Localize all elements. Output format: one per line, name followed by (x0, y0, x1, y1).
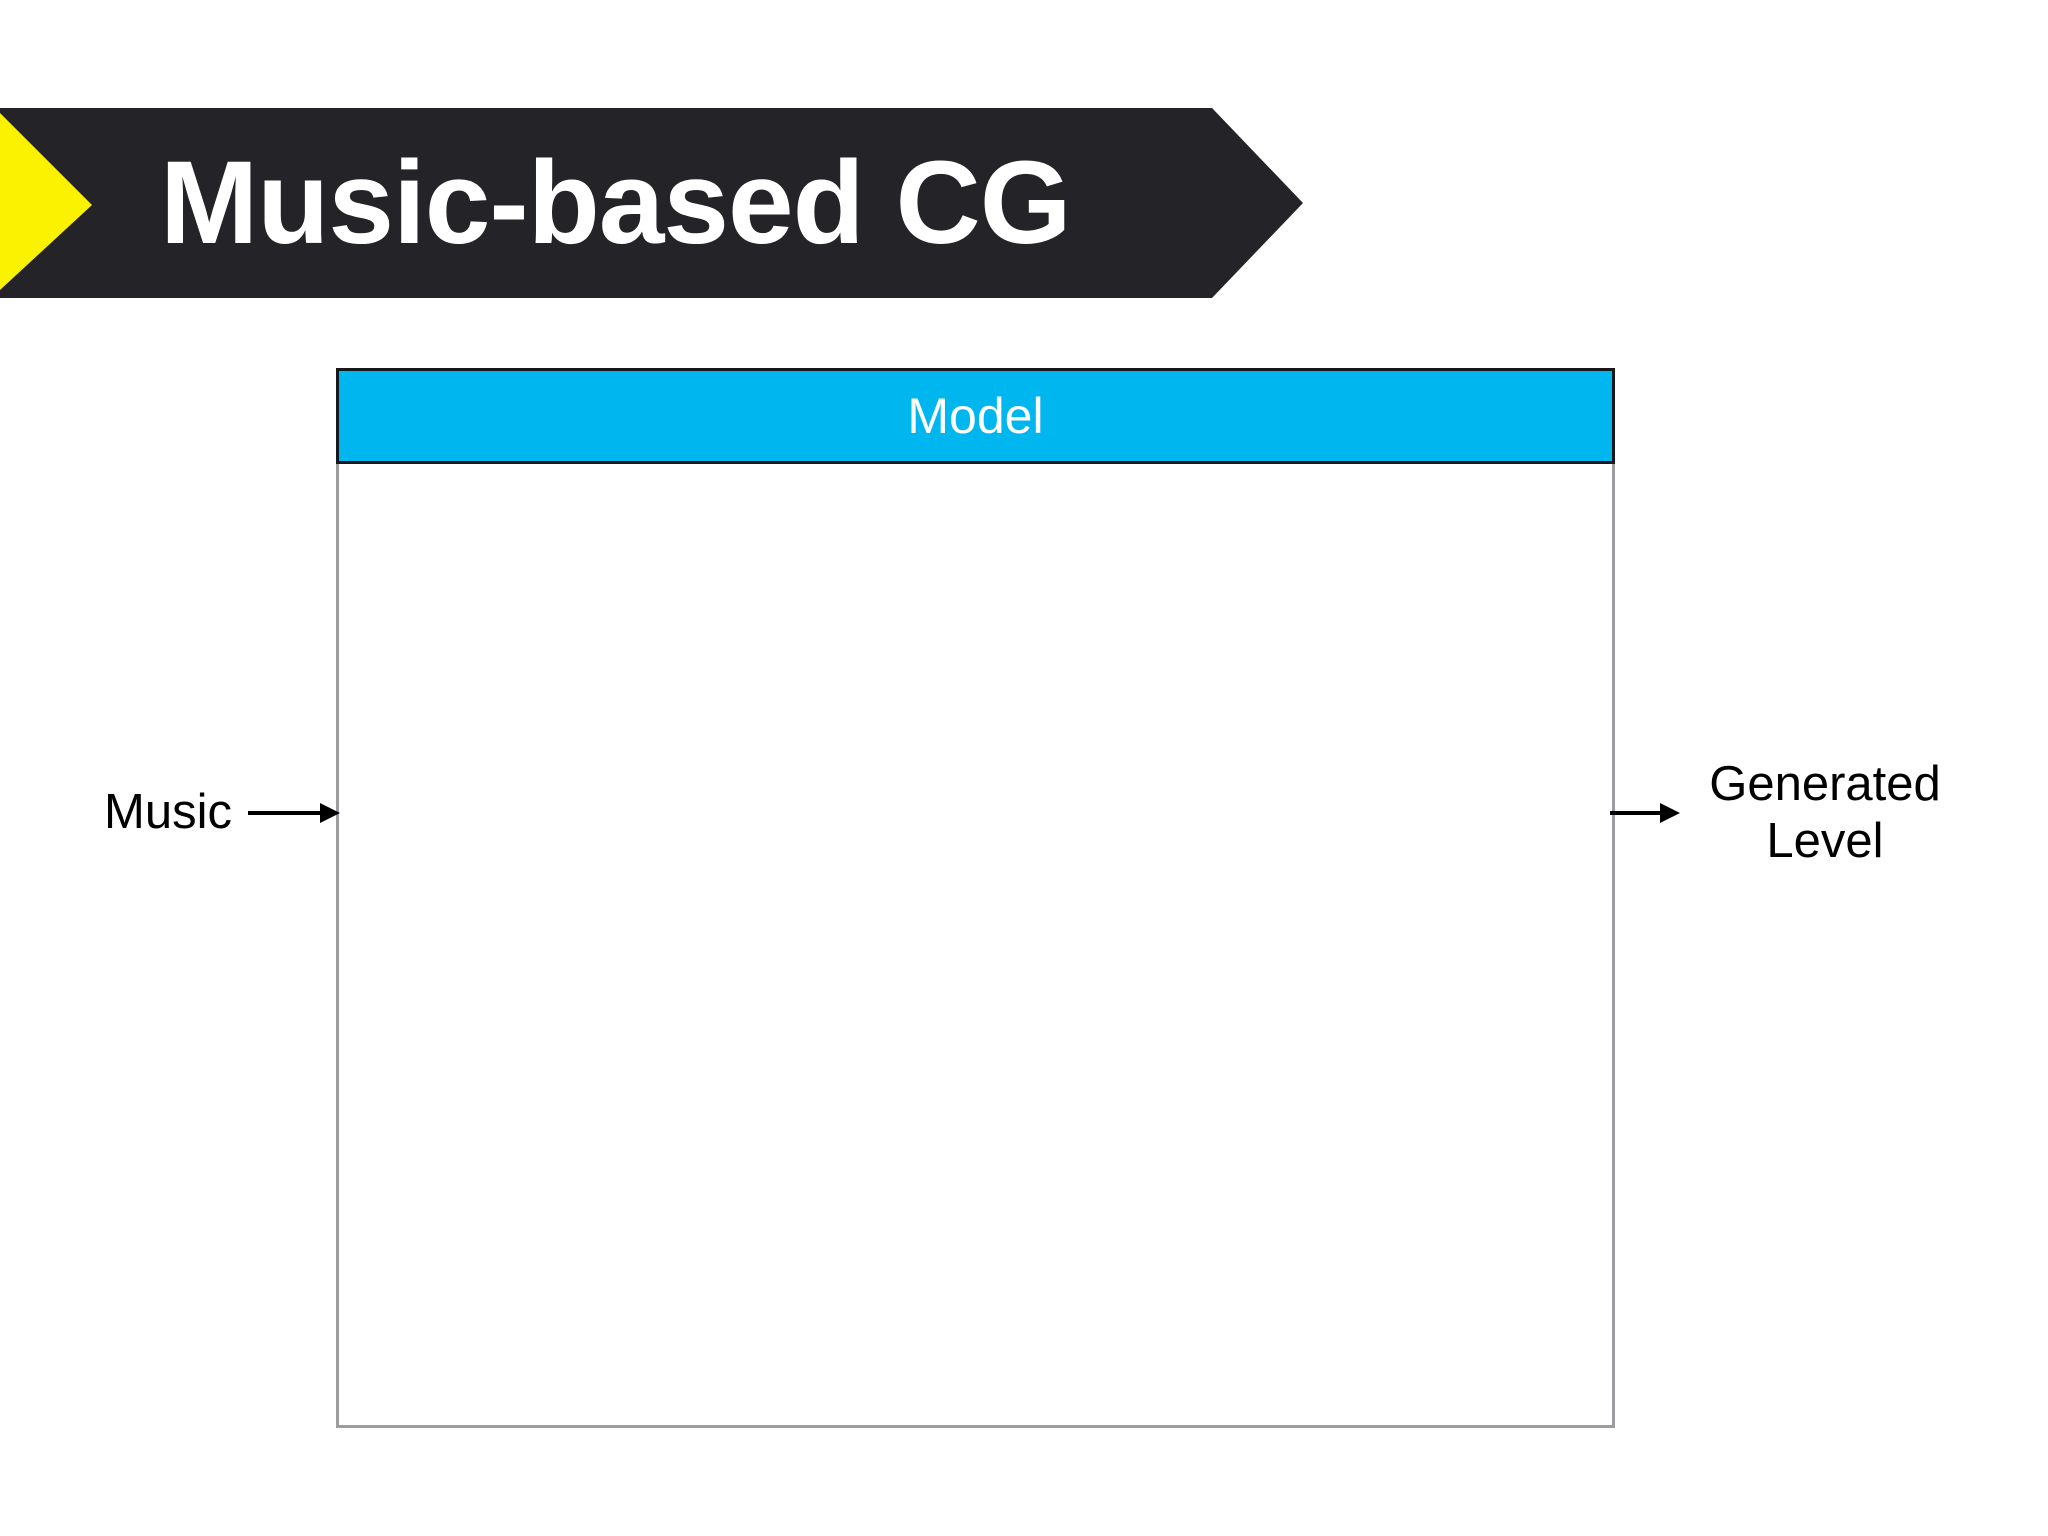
model-header-bar: Model (336, 368, 1615, 464)
model-body-area (336, 464, 1615, 1428)
input-label-music: Music (104, 785, 232, 839)
output-arrow-icon (1610, 803, 1680, 823)
model-block: Model (336, 368, 1615, 1428)
input-arrow-icon (248, 803, 340, 823)
banner-shape-icon (0, 108, 1303, 298)
page-title: Music-based CG (160, 137, 1072, 269)
title-banner: Music-based CG (0, 108, 1304, 298)
model-header-label: Model (907, 388, 1044, 444)
output-label-generated-level: Generated Level (1709, 757, 1941, 868)
